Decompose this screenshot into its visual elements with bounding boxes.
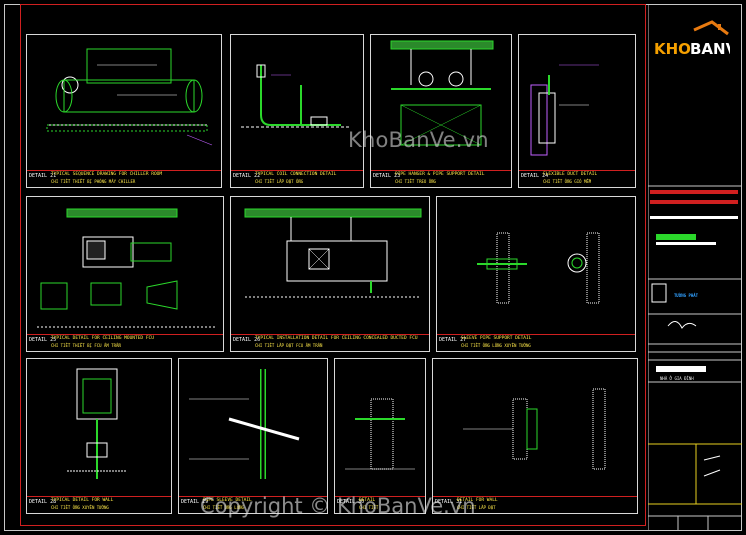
project-name: NHÀ Ở GIA ĐÌNH <box>660 376 694 381</box>
detail-title: TYPICAL COIL CONNECTION DETAIL <box>255 172 337 177</box>
detail-id: DETAIL 24 <box>521 173 549 179</box>
detail-panel-27: DETAIL 27 SLEEVE PIPE SUPPORT DETAIL CHI… <box>436 196 636 352</box>
detail-title: FLEXIBLE DUCT DETAIL <box>543 172 598 177</box>
caption: DETAIL 29 PIPE SLEEVE DETAIL CHI TIẾT ỐN… <box>179 496 327 513</box>
house-icon: KHO BANVE <box>654 20 746 58</box>
detail-panel-28: DETAIL 28 TYPICAL DETAIL FOR WALL CHI TI… <box>26 358 172 514</box>
detail-panel-25: DETAIL 25 TYPICAL DETAIL FOR CEILING MOU… <box>26 196 224 352</box>
detail-subtitle: CHI TIẾT THIẾT BỊ PHÒNG MÁY CHILLER <box>51 179 136 184</box>
pipe-hanger-drawing <box>390 40 494 146</box>
detail-title: PIPE SLEEVE DETAIL <box>203 498 252 503</box>
logo-text-1: KHO <box>654 40 691 58</box>
watermark: KhoBanVe.vn <box>348 128 489 152</box>
detail-panel-31: DETAIL 31 DETAIL FOR WALL CHI TIẾT LẮP Đ… <box>432 358 638 514</box>
detail-panel-21: DETAIL 21 TYPICAL SEQUENCE DRAWING FOR C… <box>26 34 222 188</box>
caption: DETAIL 30 DETAIL CHI TIẾT <box>335 496 425 513</box>
caption: DETAIL 28 TYPICAL DETAIL FOR WALL CHI TI… <box>27 496 171 513</box>
detail-subtitle: CHI TIẾT THIẾT BỊ FCU ÂM TRẦN <box>51 343 121 348</box>
detail-title: TYPICAL INSTALLATION DETAIL FOR CEILING … <box>255 336 418 341</box>
caption: DETAIL 26 TYPICAL INSTALLATION DETAIL FO… <box>231 334 429 351</box>
caption: DETAIL 25 TYPICAL DETAIL FOR CEILING MOU… <box>27 334 223 351</box>
detail-id: DETAIL 22 <box>233 173 261 179</box>
detail-panel-29: DETAIL 29 PIPE SLEEVE DETAIL CHI TIẾT ỐN… <box>178 358 328 514</box>
detail-title: DETAIL <box>359 498 376 503</box>
caption: DETAIL 24 FLEXIBLE DUCT DETAIL CHI TIẾT … <box>519 170 635 187</box>
pipe-sleeve-drawing <box>189 369 300 479</box>
ducted-fcu-drawing <box>244 208 422 298</box>
detail-subtitle: CHI TIẾT TREO ỐNG <box>395 179 436 184</box>
wall-detail-drawing <box>67 368 127 479</box>
chiller-drawing <box>46 48 213 146</box>
copyright-notice: Copyright © KhoBanVe.vn <box>200 494 476 518</box>
detail-title: PIPE HANGER & PIPE SUPPORT DETAIL <box>395 172 485 177</box>
detail-id: DETAIL 31 <box>435 499 463 505</box>
caption: DETAIL 21 TYPICAL SEQUENCE DRAWING FOR C… <box>27 170 221 187</box>
detail-subtitle: CHI TIẾT <box>359 505 379 510</box>
detail-30-drawing <box>345 398 415 470</box>
detail-subtitle: CHI TIẾT ỐNG LỒNG <box>203 505 244 510</box>
caption: DETAIL 23 PIPE HANGER & PIPE SUPPORT DET… <box>371 170 511 187</box>
detail-id: DETAIL 29 <box>181 499 209 505</box>
detail-title: TYPICAL DETAIL FOR WALL <box>51 498 114 503</box>
detail-panel-24: DETAIL 24 FLEXIBLE DUCT DETAIL CHI TIẾT … <box>518 34 636 188</box>
detail-id: DETAIL 26 <box>233 337 261 343</box>
caption: DETAIL 31 DETAIL FOR WALL CHI TIẾT LẮP Đ… <box>433 496 637 513</box>
detail-title: TYPICAL DETAIL FOR CEILING MOUNTED FCU <box>51 336 154 341</box>
detail-id: DETAIL 25 <box>29 337 57 343</box>
detail-id: DETAIL 23 <box>373 173 401 179</box>
detail-title: SLEEVE PIPE SUPPORT DETAIL <box>461 336 532 341</box>
detail-subtitle: CHI TIẾT LẮP ĐẶT FCU ÂM TRẦN <box>255 343 323 348</box>
coil-drawing <box>241 64 351 128</box>
drawing-border <box>20 4 646 526</box>
detail-subtitle: CHI TIẾT ỐNG XUYÊN TƯỜNG <box>51 505 109 510</box>
detail-panel-30: DETAIL 30 DETAIL CHI TIẾT <box>334 358 426 514</box>
detail-panel-22: DETAIL 22 TYPICAL COIL CONNECTION DETAIL… <box>230 34 364 188</box>
title-block-frame <box>647 4 742 531</box>
sleeve-support-drawing <box>477 232 600 304</box>
detail-panel-23: DETAIL 23 PIPE HANGER & PIPE SUPPORT DET… <box>370 34 512 188</box>
detail-id: DETAIL 21 <box>29 173 57 179</box>
khobanve-logo: KHO BANVE <box>650 20 746 60</box>
company-name: TƯỜNG PHÁT <box>674 293 699 298</box>
detail-31-drawing <box>463 388 606 470</box>
detail-subtitle: CHI TIẾT LẮP ĐẶT ỐNG <box>255 179 304 184</box>
caption: DETAIL 27 SLEEVE PIPE SUPPORT DETAIL CHI… <box>437 334 635 351</box>
detail-id: DETAIL 28 <box>29 499 57 505</box>
detail-subtitle: CHI TIẾT LẮP ĐẶT <box>457 505 496 510</box>
flexible-duct-drawing <box>530 64 599 156</box>
logo-text-2: BANVE <box>690 40 730 58</box>
detail-id: DETAIL 27 <box>439 337 467 343</box>
detail-title: TYPICAL SEQUENCE DRAWING FOR CHILLER ROO… <box>51 172 163 177</box>
detail-subtitle: CHI TIẾT ỐNG GIÓ MỀM <box>543 179 592 184</box>
detail-subtitle: CHI TIẾT ỐNG LỒNG XUYÊN TƯỜNG <box>461 343 531 348</box>
detail-title: DETAIL FOR WALL <box>457 498 498 503</box>
detail-id: DETAIL 30 <box>337 499 365 505</box>
caption: DETAIL 22 TYPICAL COIL CONNECTION DETAIL… <box>231 170 363 187</box>
ceiling-fcu-drawing <box>37 208 217 328</box>
detail-panel-26: DETAIL 26 TYPICAL INSTALLATION DETAIL FO… <box>230 196 430 352</box>
title-block: TƯỜNG PHÁT NHÀ Ở GIA ĐÌNH <box>647 4 742 531</box>
